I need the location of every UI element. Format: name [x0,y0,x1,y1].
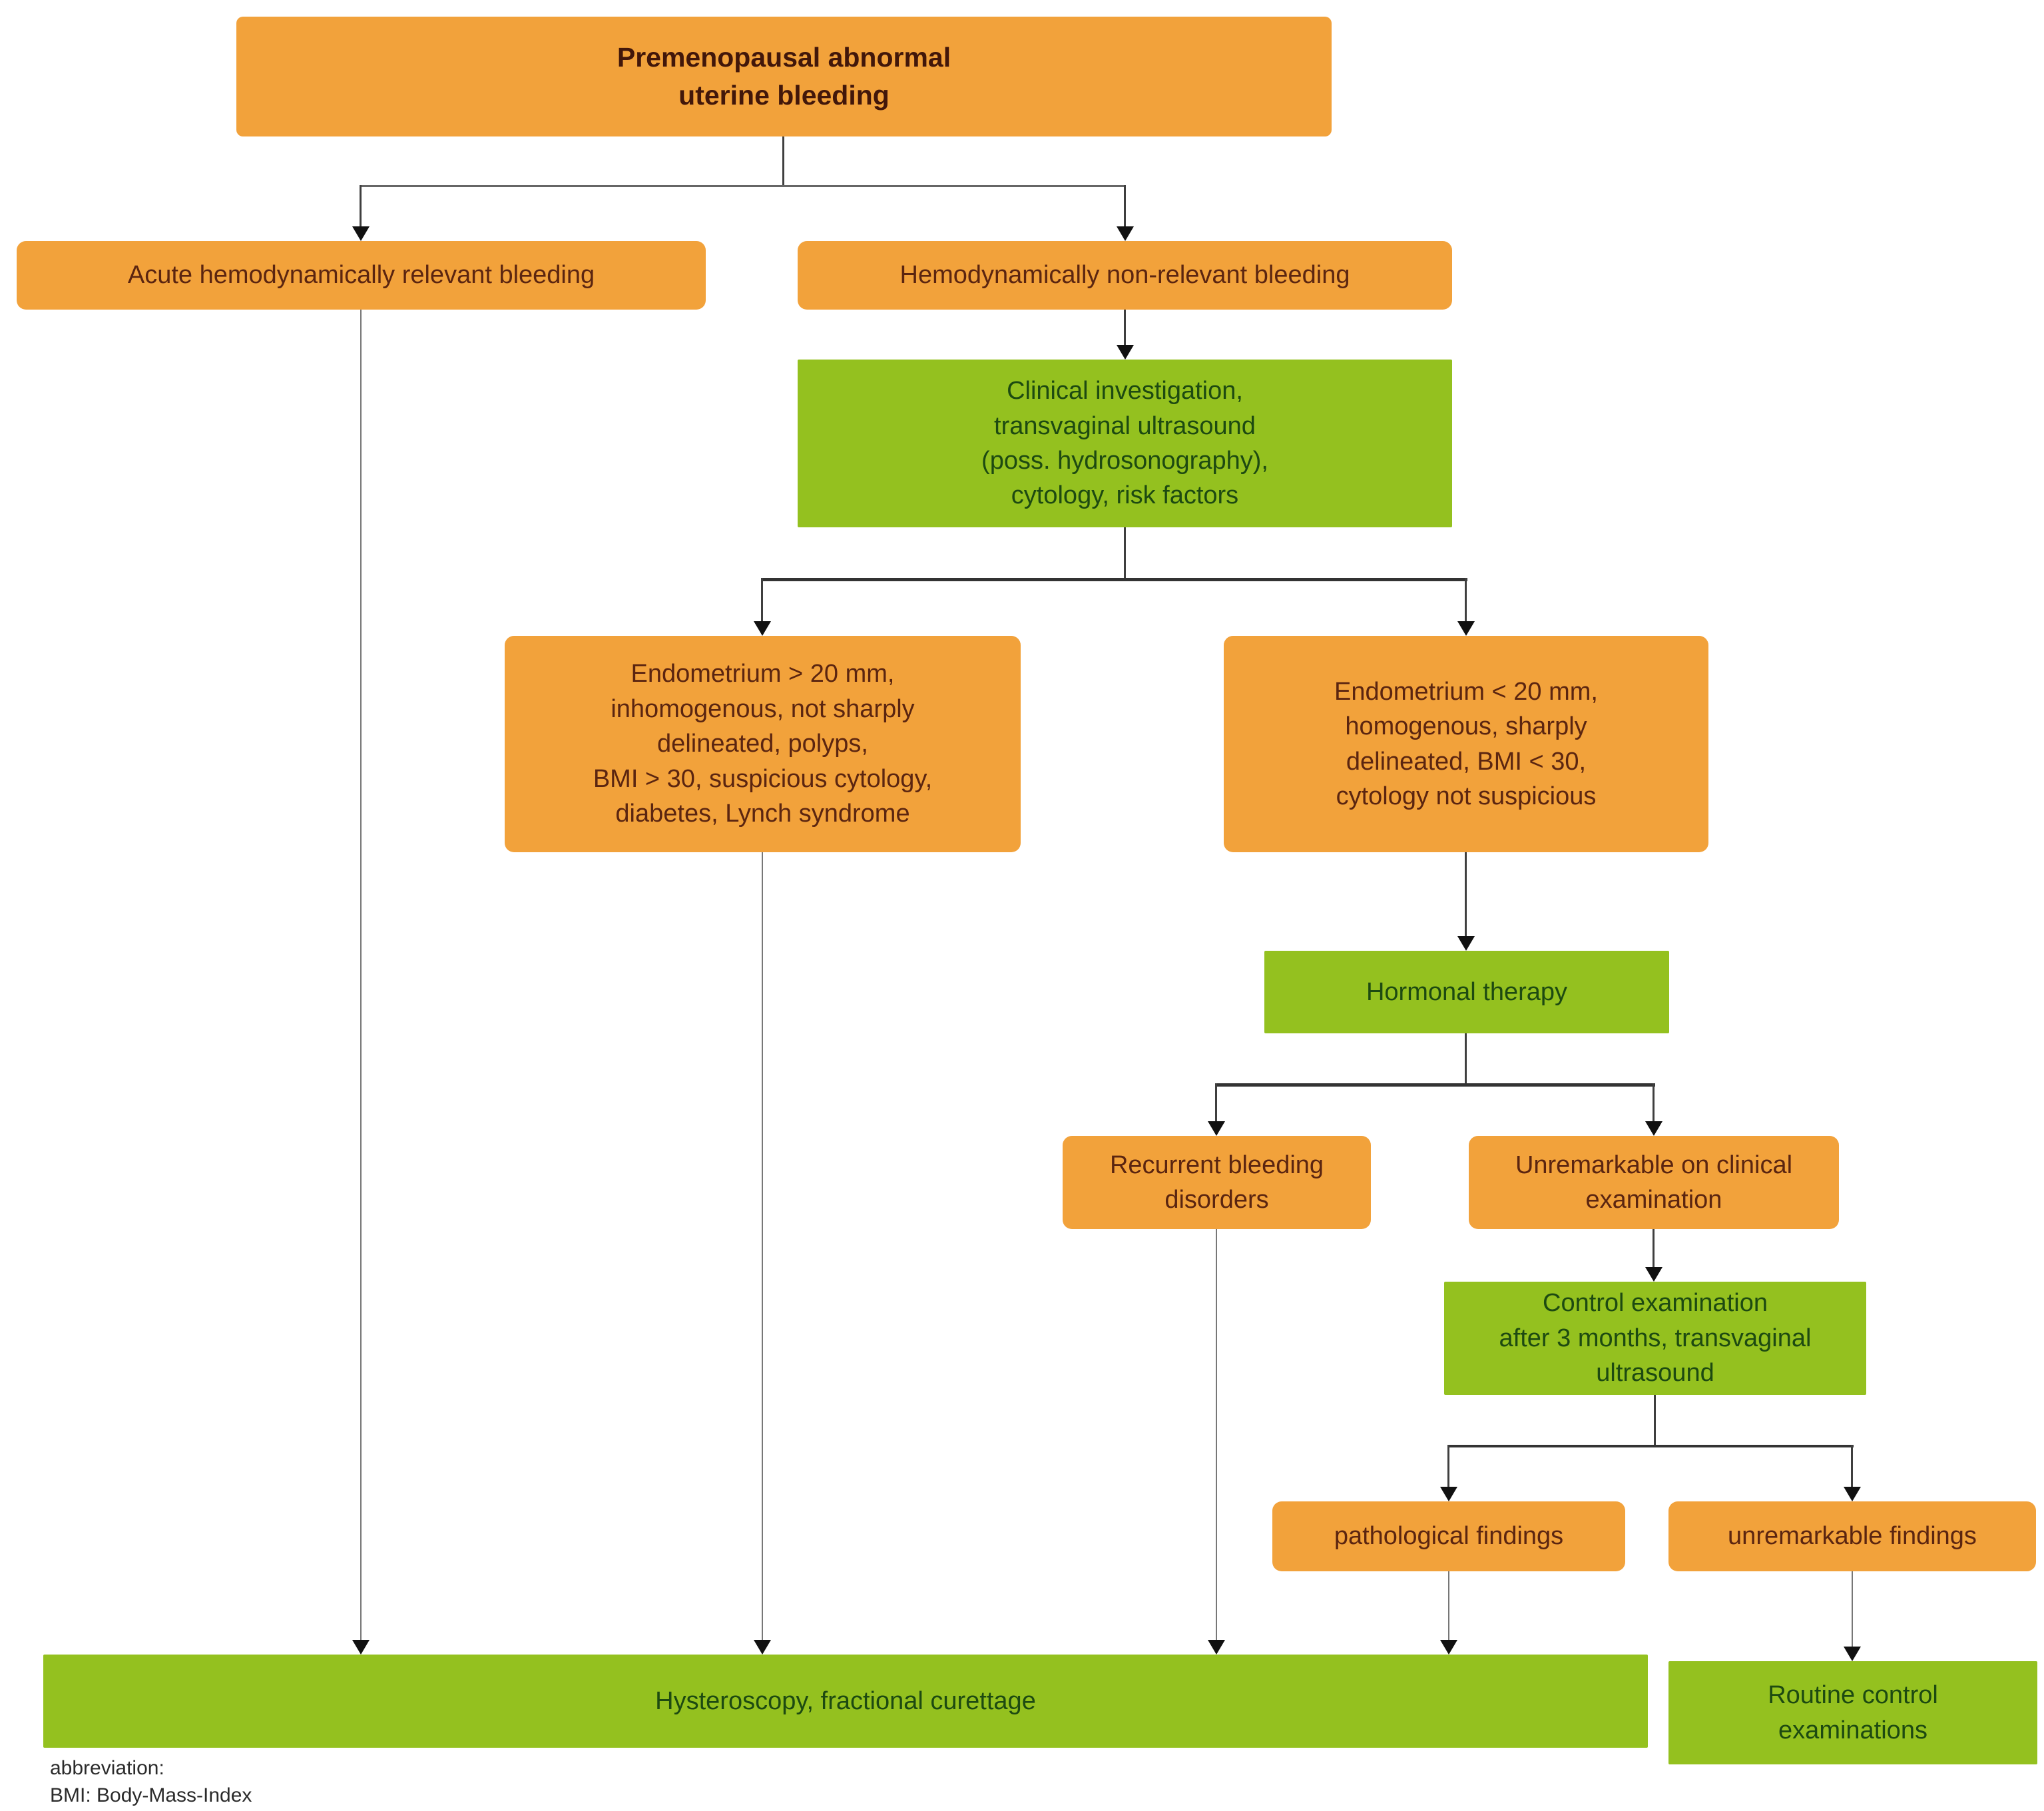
node-hemodynamically-non-relevant-bleeding: Hemodynamically non-relevant bleeding [798,241,1452,310]
node-routine-control-examinations: Routine control examinations [1668,1661,2037,1764]
connector-branch-endometrium [762,578,1467,581]
node-endometrium-gt-20mm: Endometrium > 20 mm, inhomogenous, not s… [505,636,1021,852]
node-unremarkable-findings: unremarkable findings [1668,1501,2036,1571]
arrowhead-nonrelevant [1117,226,1134,241]
arrowhead-bar-endo-gt [754,1640,771,1655]
connector-clinical-down [1124,527,1126,578]
arrowhead-bar-acute [352,1640,370,1655]
node-control-examination-3-months: Control examination after 3 months, tran… [1444,1282,1866,1395]
node-clinical-investigation: Clinical investigation, transvaginal ult… [798,360,1452,527]
connector-recurrent-to-hysteroscopy [1216,1229,1217,1641]
connector-endo-lt-to-hormonal [1465,852,1467,939]
connector-to-pathological [1447,1445,1449,1489]
arrowhead-bar-recurrent [1208,1640,1225,1655]
node-hysteroscopy-fractional-curettage: Hysteroscopy, fractional curettage [43,1655,1648,1748]
footnote-line-2: BMI: Body-Mass-Index [50,1784,252,1806]
connector-to-acute [360,185,362,228]
node-pathological-findings: pathological findings [1272,1501,1625,1571]
arrowhead-clinical [1117,345,1134,360]
arrowhead-unremarkable-clinical [1645,1121,1662,1136]
connector-endo-gt-to-hysteroscopy [762,852,763,1641]
arrowhead-hormonal [1457,936,1475,951]
footnote-abbreviation: abbreviation: BMI: Body-Mass-Index [50,1755,252,1809]
arrowhead-unremarkable-findings [1844,1487,1861,1501]
node-hormonal-therapy: Hormonal therapy [1264,951,1669,1033]
arrowhead-pathological [1440,1487,1457,1501]
connector-to-endo-gt [761,578,763,624]
connector-control-down [1654,1395,1656,1445]
connector-branch-level2 [361,185,1125,187]
connector-to-endo-lt [1465,578,1467,624]
connector-pathological-to-hysteroscopy [1448,1571,1449,1641]
arrowhead-routine-control [1844,1647,1861,1661]
arrowhead-acute [352,226,370,241]
arrowhead-bar-pathological [1440,1640,1457,1655]
connector-branch-findings [1449,1445,1854,1447]
connector-to-routine-control [1852,1571,1853,1648]
connector-to-control-exam [1653,1229,1655,1270]
connector-nonrelevant-to-clinical [1124,310,1126,348]
connector-acute-to-hysteroscopy [360,310,362,1641]
connector-title-down [782,136,784,185]
node-recurrent-bleeding-disorders: Recurrent bleeding disorders [1063,1136,1371,1229]
arrowhead-recurrent [1208,1121,1225,1136]
arrowhead-control-exam [1645,1267,1662,1282]
node-acute-hemodynamically-relevant-bleeding: Acute hemodynamically relevant bleeding [17,241,706,310]
arrowhead-endo-lt [1457,621,1475,636]
footnote-line-1: abbreviation: [50,1757,164,1779]
connector-to-recurrent [1215,1083,1217,1124]
node-endometrium-lt-20mm: Endometrium < 20 mm, homogenous, sharply… [1224,636,1708,852]
connector-branch-hormonal [1216,1083,1655,1087]
arrowhead-endo-gt [754,621,771,636]
connector-to-unremarkable-findings [1851,1445,1853,1489]
connector-to-unremarkable-clinical [1653,1083,1655,1124]
connector-to-nonrelevant [1124,185,1126,228]
connector-hormonal-down [1465,1033,1467,1083]
node-premenopausal-aub: Premenopausal abnormal uterine bleeding [236,17,1332,136]
node-unremarkable-on-clinical-examination: Unremarkable on clinical examination [1469,1136,1839,1229]
